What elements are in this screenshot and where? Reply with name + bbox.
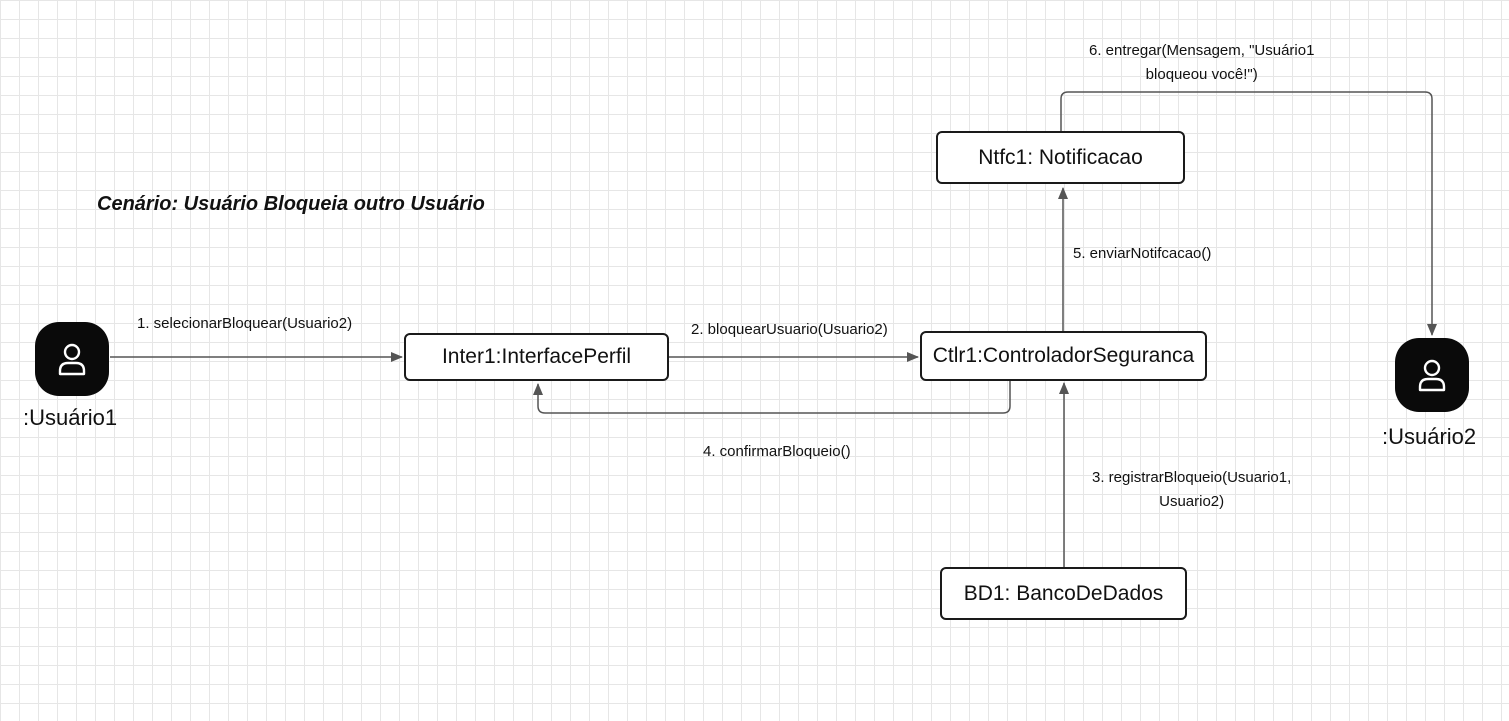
- object-inter1[interactable]: Inter1:InterfacePerfil: [404, 333, 669, 381]
- message-label-line: 5. enviarNotifcacao(): [1073, 245, 1212, 262]
- message-label-line: 1. selecionarBloquear(Usuario2): [137, 315, 353, 332]
- message-label-line: 3. registrarBloqueio(Usuario1,: [1092, 469, 1292, 486]
- actor-usuario2[interactable]: [1395, 338, 1469, 412]
- message-label-m4: 4. confirmarBloqueio(): [703, 440, 851, 464]
- object-ctlr1[interactable]: Ctlr1:ControladorSeguranca: [920, 331, 1207, 381]
- message-label-m5: 5. enviarNotifcacao(): [1073, 242, 1211, 266]
- connector-m6: [1060, 91, 1437, 336]
- message-label-m1: 1. selecionarBloquear(Usuario2): [137, 312, 352, 336]
- actor-usuario1-name: :Usuário1: [23, 405, 118, 430]
- message-label-line: 4. confirmarBloqueio(): [703, 443, 851, 460]
- message-label-line: bloqueou você!"): [1145, 66, 1258, 83]
- actor-usuario1[interactable]: [35, 322, 109, 396]
- diagram-title: Cenário: Usuário Bloqueia outro Usuário: [97, 193, 485, 215]
- message-label-line: 2. bloquearUsuario(Usuario2): [691, 321, 888, 338]
- object-bd1[interactable]: BD1: BancoDeDados: [940, 567, 1187, 620]
- object-ntfc1[interactable]: Ntfc1: Notificacao: [936, 131, 1185, 184]
- message-label-m6: 6. entregar(Mensagem, "Usuário1 bloqueou…: [1089, 39, 1314, 87]
- message-label-m3: 3. registrarBloqueio(Usuario1, Usuario2): [1092, 466, 1291, 514]
- message-label-m2: 2. bloquearUsuario(Usuario2): [691, 318, 888, 342]
- message-label-line: 6. entregar(Mensagem, "Usuário1: [1089, 42, 1315, 59]
- message-label-line: Usuario2): [1159, 493, 1225, 510]
- user-icon: [58, 343, 86, 376]
- user-icon: [1418, 359, 1446, 392]
- connector-m4: [533, 381, 1011, 414]
- actor-usuario2-name: :Usuário2: [1382, 424, 1477, 449]
